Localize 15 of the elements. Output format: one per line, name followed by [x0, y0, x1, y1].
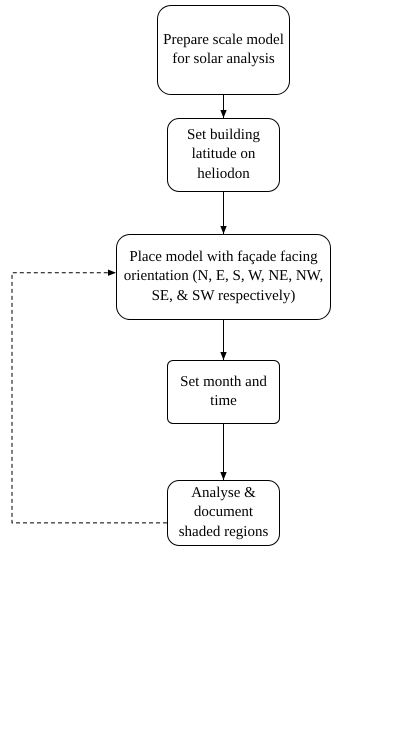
process-box — [167, 118, 280, 192]
box-text: Place model with façade facing orientation (N, E, S, W, NE, NW, SE, & SW respectively) — [122, 248, 324, 306]
box-text: Set building latitude on heliodon — [186, 126, 261, 184]
box-text: Analyse & document shaded regions — [178, 484, 270, 542]
box-text: Set month and time — [179, 372, 268, 411]
process-box — [157, 5, 290, 95]
arrow — [220, 424, 227, 480]
process-box — [167, 480, 280, 546]
box-text: Prepare scale model for solar analysis — [162, 30, 285, 69]
arrow — [220, 192, 227, 234]
arrow — [220, 94, 227, 118]
dashed-feedback-arrow — [12, 270, 168, 524]
arrow — [220, 320, 227, 360]
process-box — [167, 360, 280, 424]
process-box — [116, 234, 331, 320]
